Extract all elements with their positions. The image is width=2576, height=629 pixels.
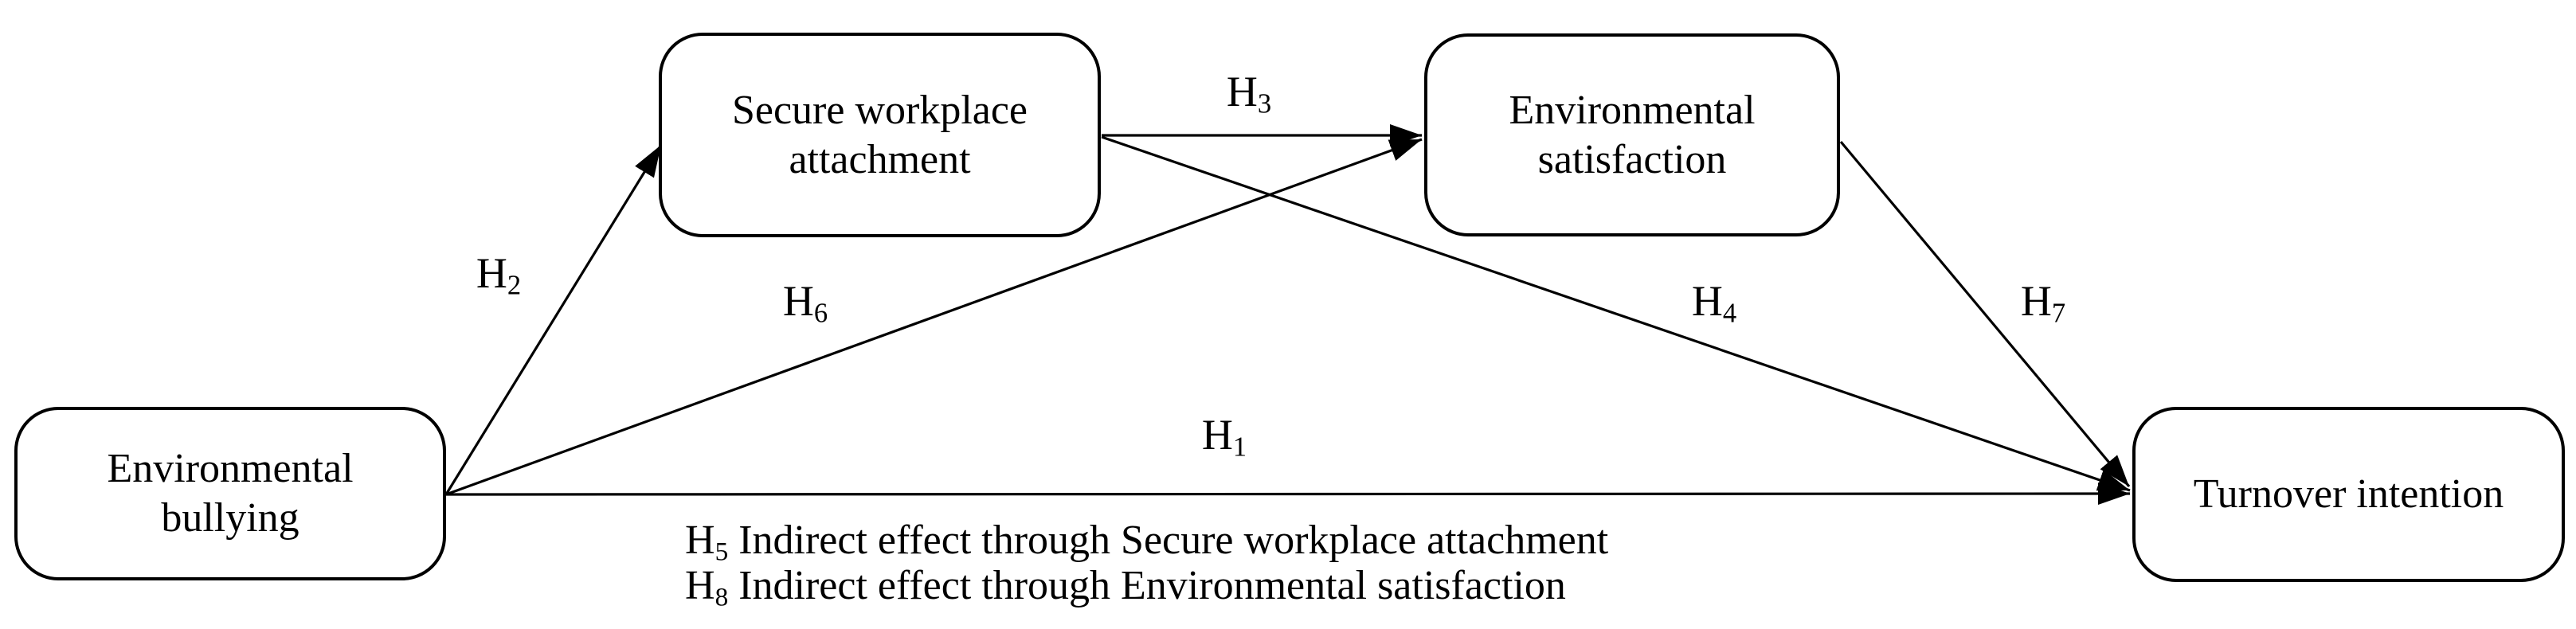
- node-label-line: Turnover intention: [2193, 471, 2504, 517]
- note-h8-text: Indirect effect through Environmental sa…: [738, 563, 1566, 608]
- node-label-line: Environmental: [107, 446, 354, 491]
- edge-h4-line: [1101, 135, 2131, 492]
- indirect-effect-notes: H5 Indirect effect through Secure workpl…: [685, 518, 1609, 612]
- note-h8: H8 Indirect effect through Environmental…: [685, 563, 1608, 612]
- note-h5-text: Indirect effect through Secure workplace…: [738, 518, 1609, 563]
- node-label-line: Secure workplace: [731, 87, 1028, 133]
- node-label-line: bullying: [161, 495, 299, 541]
- note-h8-symbol: H8: [685, 563, 729, 612]
- note-h5-symbol: H5: [685, 518, 729, 567]
- hypothesis-label-h3: H3: [1226, 68, 1272, 119]
- node-label-line: satisfaction: [1537, 136, 1727, 182]
- node-environmental-bullying: Environmental bullying: [14, 407, 446, 580]
- note-h5: H5 Indirect effect through Secure workpl…: [685, 518, 1609, 567]
- hypothesis-label-h2: H2: [476, 249, 522, 301]
- node-label-line: Environmental: [1509, 87, 1756, 133]
- hypothesis-label-h7: H7: [2020, 277, 2066, 329]
- hypothesis-label-h1: H1: [1201, 411, 1247, 463]
- hypothesis-label-h4: H4: [1691, 277, 1737, 329]
- edge-h2-line: [444, 144, 663, 495]
- edge-h6-line: [445, 138, 1423, 496]
- node-environmental-satisfaction: Environmental satisfaction: [1424, 33, 1840, 236]
- edge-h7-line: [1839, 140, 2131, 488]
- hypothesis-label-h6: H6: [782, 277, 828, 329]
- node-turnover-intention: Turnover intention: [2132, 407, 2565, 582]
- node-secure-workplace-attachment: Secure workplace attachment: [659, 33, 1101, 237]
- node-label-line: attachment: [789, 136, 971, 182]
